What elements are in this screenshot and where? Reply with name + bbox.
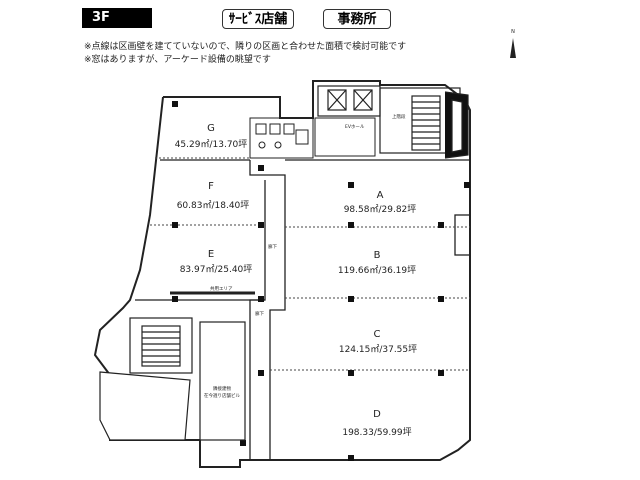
unit-e-area: 83.97㎡/25.40坪 xyxy=(180,264,253,275)
compass-label: N xyxy=(511,29,515,35)
neighbor-building xyxy=(99,321,246,441)
unit-labels: G 45.29㎡/13.70坪 F 60.83㎡/18.40坪 E 83.97㎡… xyxy=(175,123,417,438)
interior-walls xyxy=(135,159,471,460)
ev-hall-label: EVホール xyxy=(345,124,365,130)
unit-b-label: B xyxy=(374,250,381,261)
dotted-partitions xyxy=(150,157,470,371)
unit-b-area: 119.66㎡/36.19坪 xyxy=(338,265,416,276)
unit-a-label: A xyxy=(377,190,384,201)
unit-f-area: 60.83㎡/18.40坪 xyxy=(177,200,250,211)
ev-hall-area xyxy=(249,117,376,159)
use-badge-office: 事務所 xyxy=(323,9,391,29)
structural-columns xyxy=(172,101,470,461)
unit-e-label: E xyxy=(208,249,214,260)
corridor-label: 廊下 xyxy=(268,243,277,250)
corridor2-label: 廊下 xyxy=(255,310,264,317)
use-badge-retail: ｻｰﾋﾞｽ店舗 xyxy=(222,9,294,29)
unit-a-area: 98.58㎡/29.82坪 xyxy=(344,204,417,215)
floor-label: 3F xyxy=(82,8,152,28)
unit-d-area: 198.33/59.99坪 xyxy=(342,427,411,438)
north-arrow-icon: N xyxy=(510,29,516,58)
neighbor-label-1: 隣接建物 xyxy=(213,385,231,392)
stairs-label: 上階段 xyxy=(392,113,406,120)
unit-f-label: F xyxy=(208,181,214,192)
unit-c-label: C xyxy=(374,329,381,340)
neighbor-label-2: 在今週り店舗ビル xyxy=(204,392,240,399)
unit-d-label: D xyxy=(373,409,381,420)
unit-g-area: 45.29㎡/13.70坪 xyxy=(175,139,248,150)
unit-c-area: 124.15㎡/37.55坪 xyxy=(339,344,417,355)
core-stair-block xyxy=(317,85,469,159)
building-outline xyxy=(93,80,471,468)
note-dotted-line: ※点線は区画壁を建てていないので、隣りの区画と合わせた面積で検討可能です xyxy=(84,42,407,52)
lower-left-stairs xyxy=(129,317,193,374)
unit-g-label: G xyxy=(207,123,215,134)
note-window: ※窓はありますが、アーケード設備の眺望です xyxy=(84,55,271,65)
shared-area-label: 共用エリア xyxy=(210,285,233,292)
small-annotations: EVホール 上階段 廊下 廊下 共用エリア 隣接建物 在今週り店舗ビル xyxy=(204,113,406,399)
